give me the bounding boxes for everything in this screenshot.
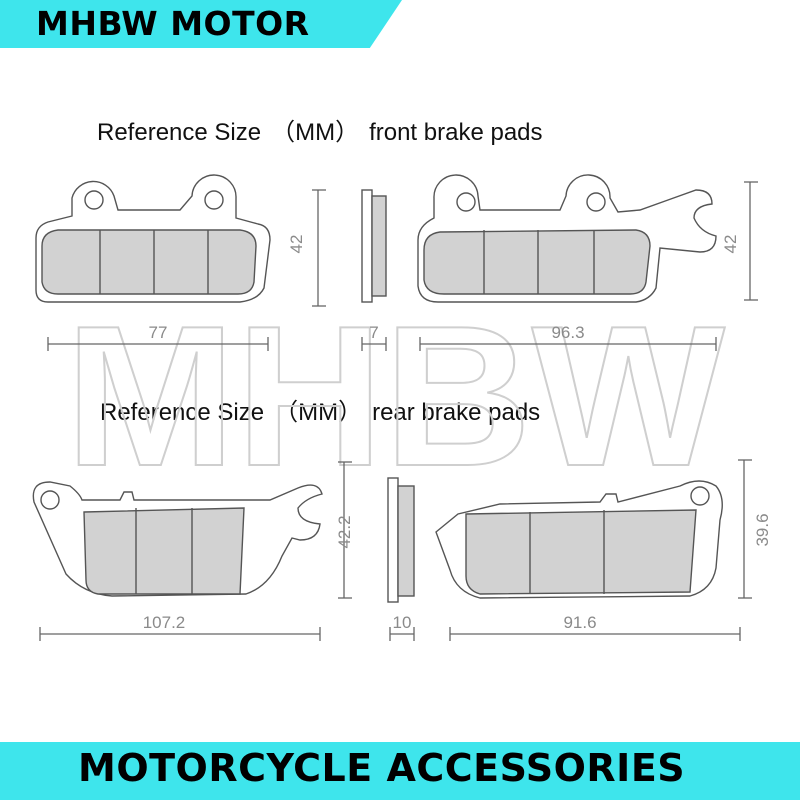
front-pad-b-width: 96.3 bbox=[551, 323, 584, 342]
rear-pad-a-width: 107.2 bbox=[143, 613, 186, 632]
front-heading-unit: （MM） bbox=[271, 119, 360, 146]
rear-pad-b-height: 39.6 bbox=[753, 513, 772, 546]
front-pad-a-width: 77 bbox=[149, 323, 168, 342]
rear-thickness: 10 bbox=[393, 613, 412, 632]
tagline: MOTORCYCLE ACCESSORIES bbox=[78, 746, 686, 790]
front-heading-suffix: front brake pads bbox=[369, 119, 543, 146]
brand-name: MHBW MOTOR bbox=[36, 4, 310, 43]
front-pad-a-height: 42 bbox=[287, 235, 306, 254]
front-heading: Reference Size （MM） front brake pads bbox=[97, 112, 543, 147]
front-pad-b bbox=[417, 174, 717, 303]
rear-heading: Reference Size （MM） rear brake pads bbox=[100, 392, 540, 427]
rear-pad-a bbox=[32, 481, 323, 597]
rear-heading-prefix: Reference Size bbox=[100, 399, 265, 426]
rear-heading-unit: （MM） bbox=[274, 399, 363, 426]
rear-pad-b bbox=[435, 480, 723, 599]
front-thickness: 7 bbox=[369, 323, 378, 342]
front-pad-a bbox=[35, 174, 271, 303]
front-heading-prefix: Reference Size bbox=[97, 119, 262, 146]
front-pad-b-height: 42 bbox=[721, 235, 740, 254]
rear-side-view bbox=[387, 477, 415, 603]
rear-pad-b-width: 91.6 bbox=[563, 613, 596, 632]
watermark: MHBW bbox=[65, 285, 725, 508]
tagline-banner: MOTORCYCLE ACCESSORIES bbox=[0, 742, 800, 800]
rear-heading-suffix: rear brake pads bbox=[372, 399, 541, 426]
front-side-view bbox=[361, 189, 387, 303]
rear-pad-a-height: 42.2 bbox=[335, 515, 354, 548]
brand-banner: MHBW MOTOR bbox=[0, 0, 402, 48]
